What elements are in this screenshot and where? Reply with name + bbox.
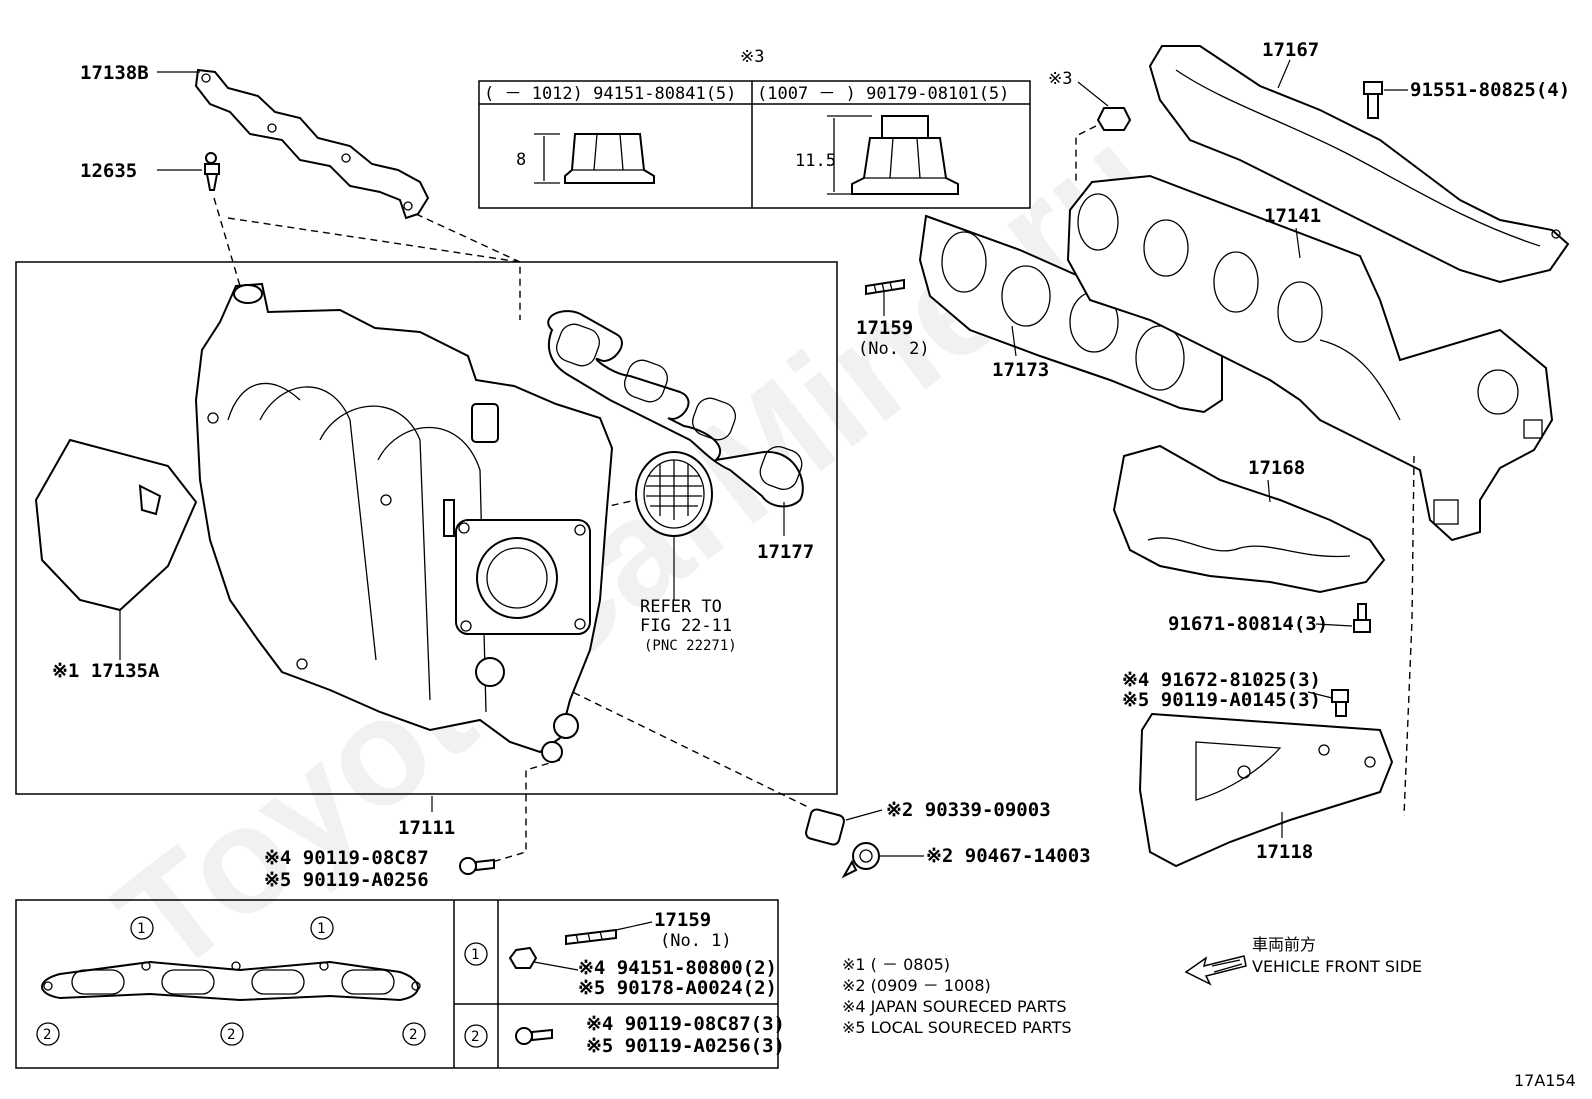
ball-stud-12635-icon [204,152,220,191]
label-90467: ※2 90467-14003 [926,845,1091,867]
bolt-91551-icon [1363,81,1383,119]
refer-line1: REFER TO [640,597,722,617]
intake-manifold-17111 [194,282,614,763]
circle-2-text-a: 2 [43,1027,51,1043]
nut-note3-icon [1096,107,1132,131]
label-note3-nut: ※3 [1048,69,1072,89]
circle-1-text-a: 1 [137,921,145,937]
gasket-17177 [547,310,804,508]
label-17135a: ※1 17135A [52,660,160,682]
label-91551: 91551-80825(4) [1410,79,1570,101]
intake-assembly-frame [15,261,838,795]
note-2: ※2 (0909 － 1008) [842,976,991,995]
throttle-screen-icon [635,451,713,537]
note-4: ※4 JAPAN SOURECED PARTS [842,997,1067,1016]
vehicle-front-arrow-icon [1184,955,1247,986]
label-17138b: 17138B [80,62,149,84]
circle-1-marker-b [310,916,334,940]
label-90178-a0024: ※5 90178-A0024(2) [578,977,777,999]
row2-circle-marker [464,1024,488,1048]
direction-jp: 車両前方 [1252,935,1316,954]
direction-en: VEHICLE FRONT SIDE [1252,957,1422,976]
nut-table: ※3 ( － 1012) 94151-80841(5) (1007 － ) 90… [478,47,1031,209]
collar-90339-icon [805,808,845,846]
flange-nut-8-icon [534,133,655,184]
circle-2-marker-a [36,1022,60,1046]
heat-insulator-17167 [1148,45,1570,284]
circle-2-marker-b [220,1022,244,1046]
label-90339: ※2 90339-09003 [886,799,1051,821]
label-17168: 17168 [1248,457,1305,479]
label-17159-no1-sub: (No. 1) [660,931,732,951]
label-94151-80800: ※4 94151-80800(2) [578,957,777,979]
exhaust-manifold-17141 [1066,174,1554,542]
notes-block: ※1 ( － 0805) ※2 (0909 － 1008) ※4 JAPAN S… [842,955,1072,1037]
row2-circle-text: 2 [471,1029,479,1045]
label-17159-no2: 17159 [856,317,913,339]
bolt-91671-icon [1353,603,1371,633]
bracket-17138b [194,68,430,220]
nut-table-note: ※3 [740,47,764,67]
bolt-91672-icon [1331,689,1349,717]
label-17118: 17118 [1256,841,1313,863]
flange-nut-11-5-icon [827,115,959,195]
note-1: ※1 ( － 0805) [842,955,950,974]
label-12635: 12635 [80,160,137,182]
label-17177: 17177 [757,541,814,563]
circle-2-text-b: 2 [227,1027,235,1043]
refer-line3: (PNC 22271) [644,638,737,654]
stud-17159-no2-icon [865,278,905,296]
nut-right-header: (1007 － ) 90179-08101(5) [757,84,1009,104]
circle-1-text-b: 1 [317,921,325,937]
circle-2-text-c: 2 [409,1027,417,1043]
label-91672: ※4 91672-81025(3) [1122,669,1321,691]
nut-94151-icon [508,946,538,969]
figure-code: 17A154 [1514,1071,1576,1090]
label-17111: 17111 [398,817,455,839]
nut-left-dim: 8 [516,150,526,170]
label-90119-a0256: ※5 90119-A0256 [264,869,429,891]
bolt-90119-icon [459,857,495,875]
label-17173: 17173 [992,359,1049,381]
label-17141: 17141 [1264,205,1321,227]
clamp-90467-icon [841,842,880,879]
bracket-17118 [1138,712,1394,868]
refer-line2: FIG 22-11 [640,616,732,636]
label-17167: 17167 [1262,39,1319,61]
nut-left-header: ( － 1012) 94151-80841(5) [484,84,736,104]
nut-right-dim: 11.5 [795,151,836,171]
bolt-row2-icon [515,1027,553,1045]
cover-17135a [34,438,198,612]
label-90119-08c87: ※4 90119-08C87 [264,847,429,869]
note-5: ※5 LOCAL SOURECED PARTS [842,1018,1072,1037]
circle-1-marker-a [130,916,154,940]
label-90119-a0145: ※5 90119-A0145(3) [1122,689,1321,711]
label-17159-no1: 17159 [654,909,711,931]
label-90119-a0256-3: ※5 90119-A0256(3) [586,1035,785,1057]
row1-circle-marker [464,942,488,966]
stud-17159-no1-icon [565,928,617,946]
circle-2-marker-c [402,1022,426,1046]
detail-table: 1 1 2 2 2 1 2 17159 (No. 1) ※4 94151-808… [15,899,785,1069]
label-90119-08c87-3: ※4 90119-08C87(3) [586,1013,785,1035]
label-17159-no2-sub: (No. 2) [858,339,930,359]
label-91671: 91671-80814(3) [1168,613,1328,635]
row1-circle-text: 1 [471,947,479,963]
heat-insulator-17168 [1112,444,1386,594]
